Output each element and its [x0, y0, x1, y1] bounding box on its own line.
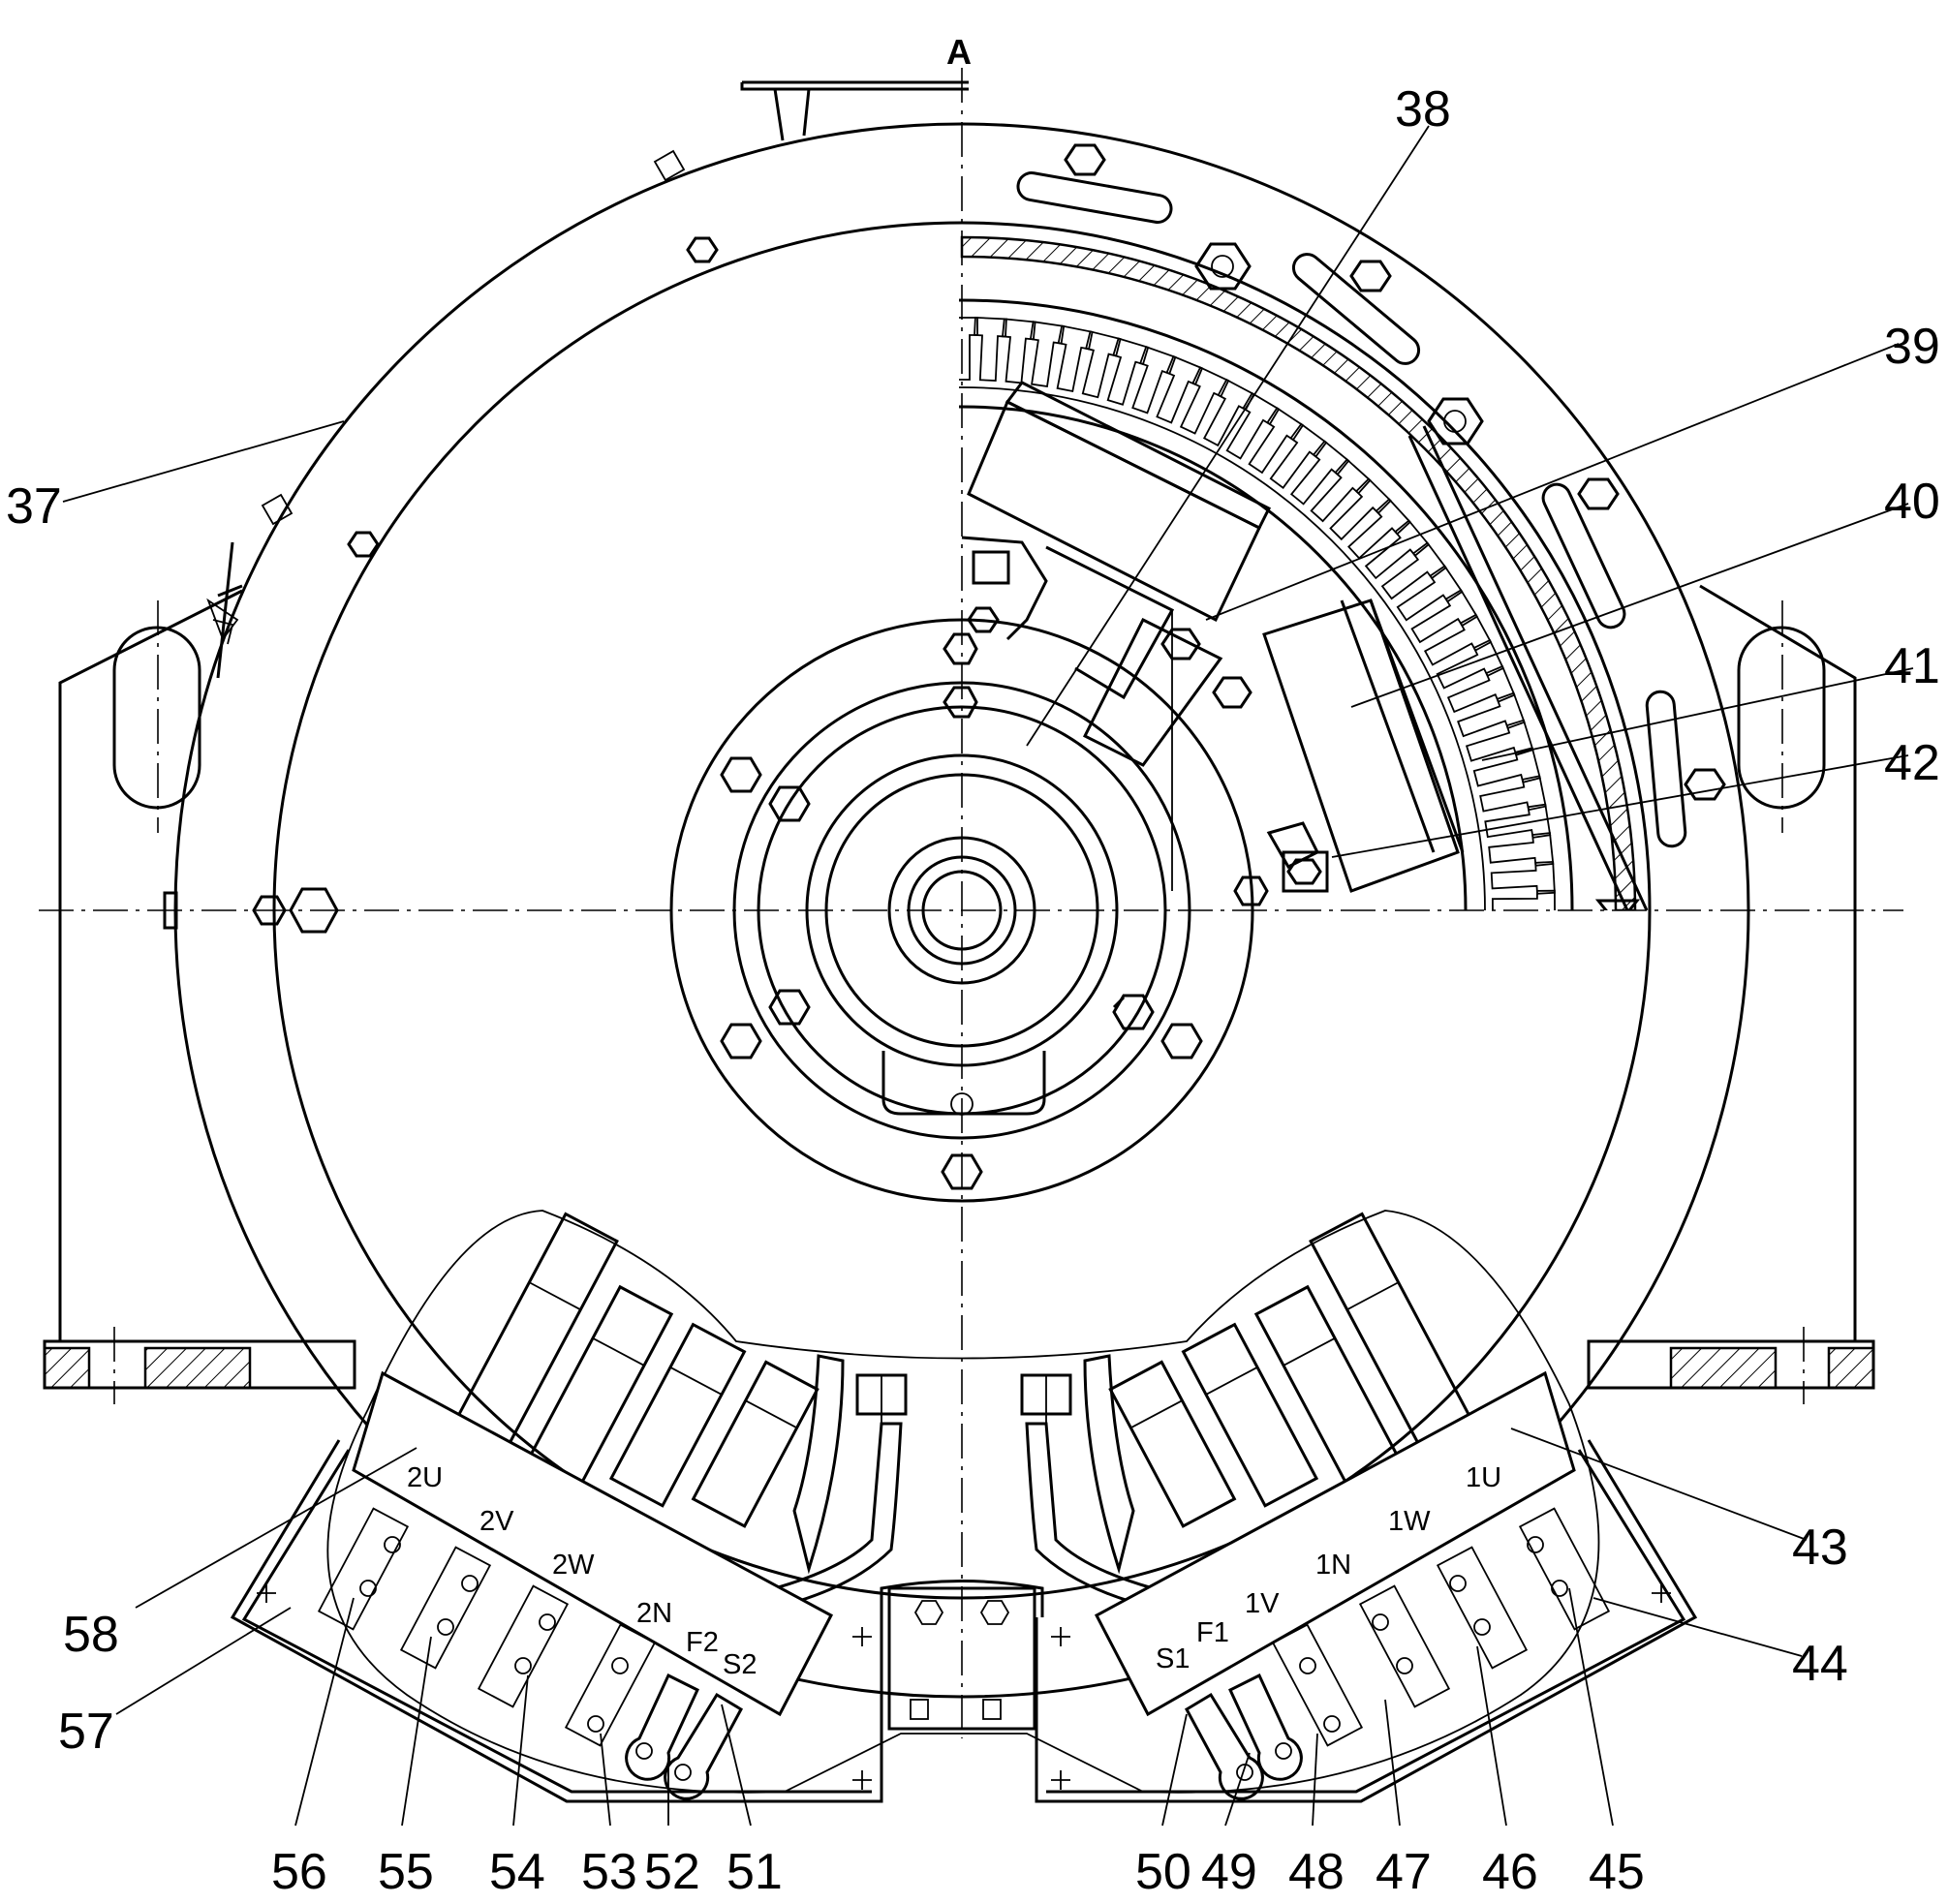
callout-39: 39 — [1884, 319, 1940, 375]
brush-holder-upper — [961, 381, 1272, 767]
callout-46: 46 — [1482, 1844, 1538, 1900]
stator-slot — [1446, 664, 1516, 714]
terminal-2N: 2N — [636, 1598, 672, 1629]
terminal-1V: 1V — [1245, 1588, 1280, 1619]
stator-slot — [1179, 366, 1230, 435]
callout-42: 42 — [1884, 735, 1940, 791]
stator-slot — [1472, 747, 1541, 787]
stator-slot — [1488, 832, 1555, 867]
stator-slot — [1491, 889, 1556, 910]
stator-slot — [1310, 458, 1372, 523]
callout-labels: 37 38 39 40 41 42 43 44 45 46 47 48 49 5… — [6, 81, 1940, 1900]
terminal-2U: 2U — [407, 1462, 443, 1493]
callout-54: 54 — [489, 1844, 545, 1900]
brush-holder-lower — [1171, 599, 1465, 906]
centre-lines — [39, 68, 1903, 1738]
stator-slot — [1002, 318, 1036, 384]
terminal-labels-right: 1U 1W 1N 1V F1 S1 — [1156, 1462, 1501, 1674]
callout-58: 58 — [63, 1607, 119, 1663]
callout-56: 56 — [271, 1844, 327, 1900]
callout-52: 52 — [644, 1844, 700, 1900]
terminal-board-right — [1094, 1370, 1611, 1800]
callout-49: 49 — [1201, 1844, 1257, 1900]
terminal-2V: 2V — [479, 1506, 514, 1537]
terminal-box — [230, 1210, 1698, 1803]
callout-57: 57 — [58, 1704, 114, 1760]
stator-slot — [974, 316, 1007, 382]
left-foot — [43, 584, 356, 1404]
stator-slot — [1202, 378, 1255, 447]
callout-44: 44 — [1792, 1636, 1848, 1692]
terminal-labels-left: 2U 2V 2W 2N F2 S2 — [407, 1462, 757, 1680]
stator-slot — [1106, 337, 1150, 406]
stator-slot — [1131, 345, 1177, 415]
callout-38: 38 — [1395, 81, 1451, 138]
stator-slot — [1347, 498, 1411, 560]
conductor-bars-left — [454, 1212, 908, 1610]
section-marker: A — [946, 32, 972, 72]
terminal-1W: 1W — [1388, 1506, 1431, 1537]
callout-53: 53 — [581, 1844, 637, 1900]
callout-43: 43 — [1792, 1520, 1848, 1576]
callout-55: 55 — [378, 1844, 434, 1900]
terminal-S2: S2 — [723, 1649, 757, 1680]
stator-slot — [1156, 354, 1204, 424]
stator-slot — [1329, 477, 1392, 541]
terminal-2W: 2W — [552, 1550, 595, 1581]
callout-45: 45 — [1589, 1844, 1645, 1900]
terminal-1N: 1N — [1315, 1550, 1351, 1581]
stator-slot — [1423, 613, 1493, 666]
leader-lines — [62, 125, 1914, 1827]
callout-41: 41 — [1884, 638, 1940, 694]
terminal-F1: F1 — [1196, 1617, 1229, 1648]
callout-51: 51 — [727, 1844, 783, 1900]
callout-40: 40 — [1884, 474, 1940, 530]
terminal-S1: S1 — [1156, 1643, 1190, 1674]
callout-37: 37 — [6, 478, 62, 535]
terminal-board-left — [317, 1370, 834, 1800]
terminal-F2: F2 — [686, 1627, 719, 1658]
callout-50: 50 — [1135, 1844, 1191, 1900]
callout-47: 47 — [1376, 1844, 1432, 1900]
callout-48: 48 — [1288, 1844, 1345, 1900]
stator-slot — [1081, 330, 1122, 399]
terminal-1U: 1U — [1466, 1462, 1501, 1493]
right-foot — [1587, 584, 1875, 1404]
stator-slot — [1269, 422, 1328, 489]
stator-slot — [1457, 691, 1526, 738]
stator-slot — [1490, 860, 1556, 895]
stator-slot — [1465, 719, 1534, 762]
